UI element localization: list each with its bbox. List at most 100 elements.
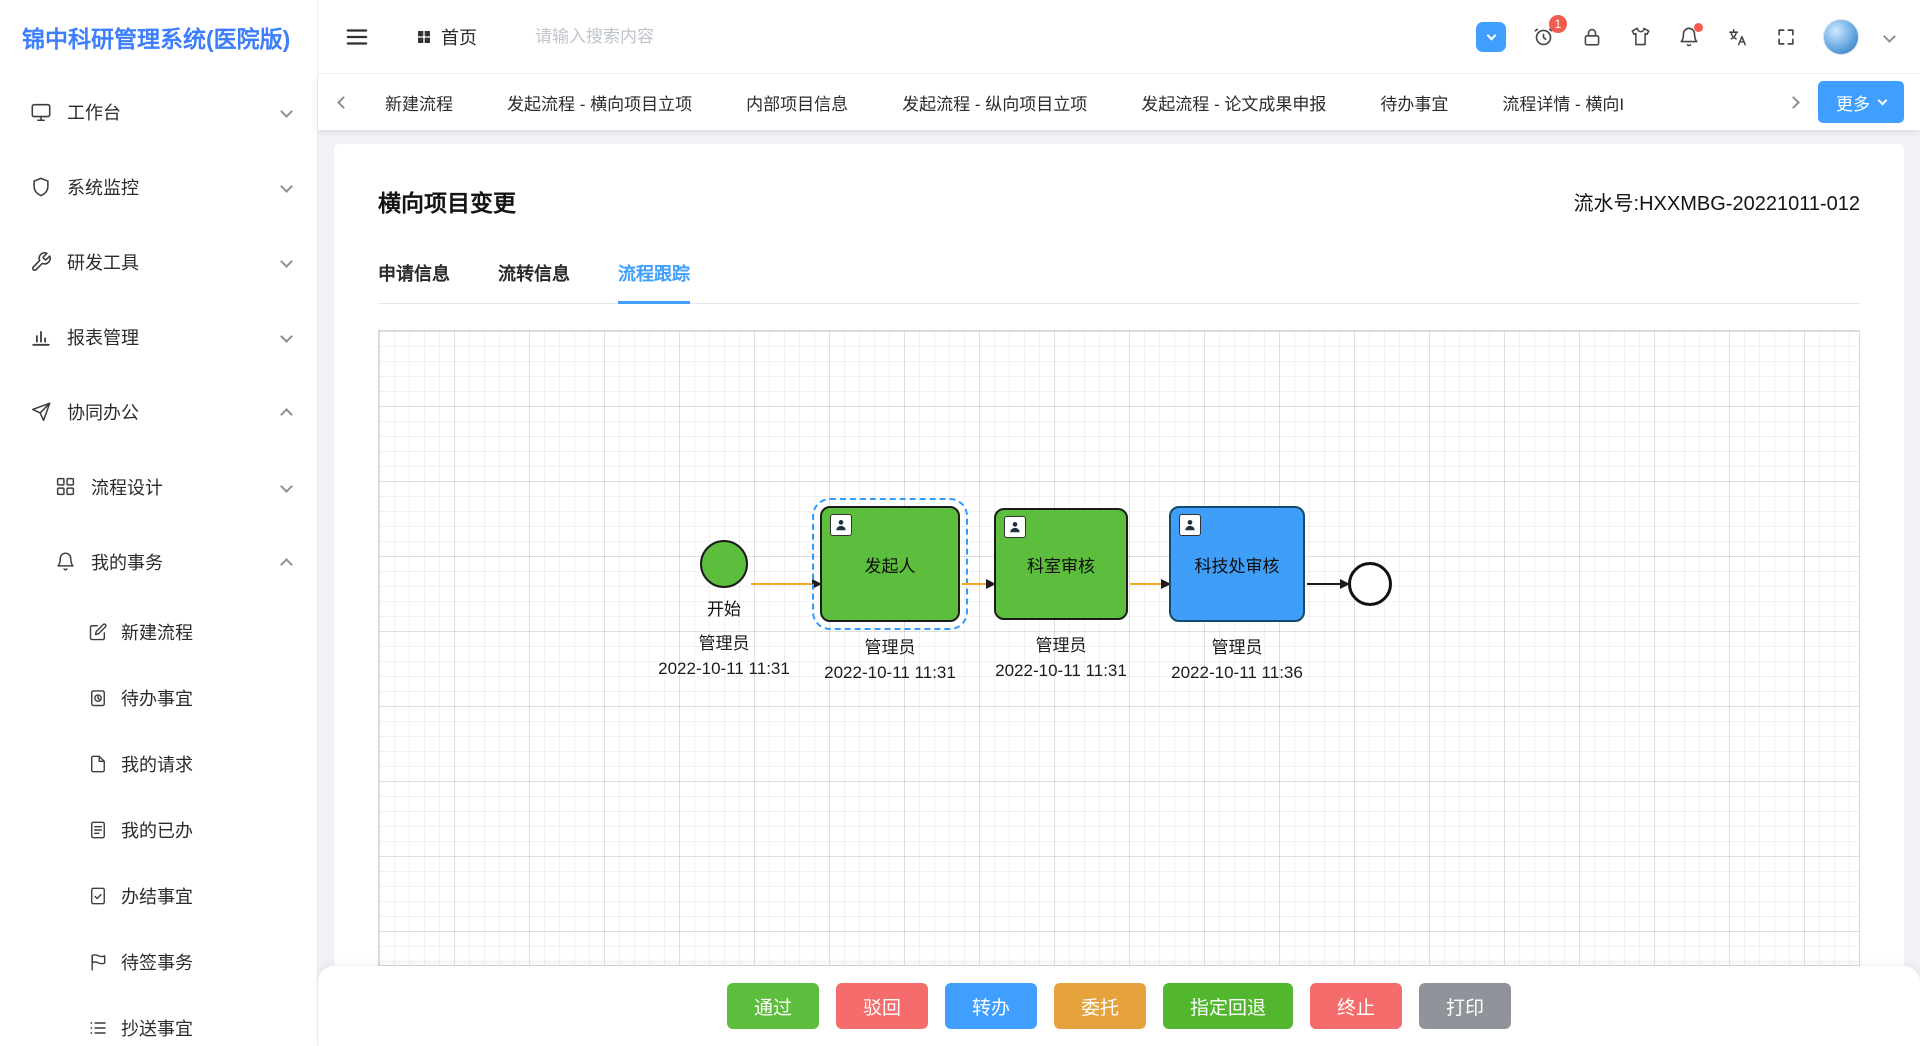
tab-process-detail[interactable]: 流程详情 - 横向I	[1502, 94, 1625, 114]
sidebar-item-collaboration[interactable]: 协同办公	[0, 374, 317, 449]
flow-node-start[interactable]: 开始 管理员 2022-10-11 11:31	[649, 540, 799, 679]
sidebar-item-system-monitor[interactable]: 系统监控	[0, 149, 317, 224]
hamburger-menu-icon[interactable]	[344, 24, 370, 50]
shield-icon	[30, 176, 52, 198]
rollback-button[interactable]: 指定回退	[1163, 983, 1294, 1029]
top-header: 首页 1	[318, 0, 1920, 74]
sidebar-item-rd-tools[interactable]: 研发工具	[0, 224, 317, 299]
tab-initiate-vertical-project[interactable]: 发起流程 - 纵向项目立项	[902, 94, 1088, 114]
user-avatar[interactable]	[1823, 18, 1859, 55]
sidebar-item-workbench[interactable]: 工作台	[0, 74, 317, 149]
sidebar-item-process-design[interactable]: 流程设计	[0, 449, 317, 524]
detail-tabs: 申请信息 流转信息 流程跟踪	[378, 260, 1860, 304]
action-bar: 通过 驳回 转办 委托 指定回退 终止 打印	[318, 966, 1920, 1046]
flow-node-tech-office-review[interactable]: 科技处审核 管理员 2022-10-11 11:36	[1169, 506, 1305, 683]
node-time: 2022-10-11 11:31	[995, 661, 1127, 680]
node-label: 开始	[707, 600, 741, 619]
sidebar-item-label: 协同办公	[67, 402, 139, 423]
chart-icon	[30, 326, 52, 348]
tab-process-tracking[interactable]: 流程跟踪	[618, 260, 690, 304]
approve-button[interactable]: 通过	[726, 983, 819, 1029]
tab-initiate-paper-results[interactable]: 发起流程 - 论文成果申报	[1141, 94, 1327, 114]
tab-initiate-horizontal-project[interactable]: 发起流程 - 横向项目立项	[507, 94, 693, 114]
sidebar-menu: 工作台 系统监控 研发工具 报表管	[0, 74, 317, 1046]
sidebar-item-todo-items[interactable]: 待办事宜	[0, 665, 317, 731]
flow-node-initiator[interactable]: 发起人 管理员 2022-10-11 11:31	[812, 498, 968, 683]
sidebar-item-my-done[interactable]: 我的已办	[0, 797, 317, 863]
chevron-down-icon	[280, 330, 293, 343]
compose-icon	[88, 622, 108, 642]
file-text-icon	[88, 820, 108, 840]
tabs-scroll-right-icon[interactable]	[1778, 74, 1808, 130]
search-input[interactable]	[535, 26, 795, 47]
tab-new-process[interactable]: 新建流程	[385, 94, 453, 114]
tabs-scroll-left-icon[interactable]	[328, 74, 358, 130]
opened-tabs-bar: 新建流程 发起流程 - 横向项目立项 内部项目信息 发起流程 - 纵向项目立项 …	[318, 74, 1920, 130]
sidebar: 锦中科研管理系统(医院版) 工作台 系统监控 研发工具	[0, 0, 318, 1046]
person-icon	[1179, 514, 1201, 536]
alarm-badge: 1	[1549, 15, 1567, 33]
print-button[interactable]: 打印	[1419, 983, 1512, 1029]
theme-skin-icon[interactable]	[1629, 25, 1652, 48]
bell-icon	[55, 551, 76, 572]
terminate-button[interactable]: 终止	[1310, 983, 1403, 1029]
task-box: 科技处审核	[1169, 506, 1305, 622]
flow-arrow	[751, 579, 822, 589]
main-area: 首页 1	[318, 0, 1920, 1046]
todo-clock-icon	[88, 688, 108, 708]
more-label: 更多	[1836, 94, 1870, 114]
language-icon[interactable]	[1726, 25, 1749, 48]
sidebar-item-report-management[interactable]: 报表管理	[0, 299, 317, 374]
lock-icon[interactable]	[1581, 26, 1603, 48]
sidebar-item-my-affairs[interactable]: 我的事务	[0, 524, 317, 599]
home-tab[interactable]: 首页	[416, 24, 477, 50]
quick-dropdown-icon[interactable]	[1476, 21, 1506, 52]
serial-number: 流水号:HXXMBG-20221011-012	[1573, 192, 1860, 215]
sidebar-item-completed-items[interactable]: 办结事宜	[0, 863, 317, 929]
reject-button[interactable]: 驳回	[835, 983, 928, 1029]
transfer-button[interactable]: 转办	[944, 983, 1037, 1029]
start-circle	[700, 540, 748, 588]
tab-flow-info[interactable]: 流转信息	[498, 264, 570, 284]
delegate-button[interactable]: 委托	[1053, 983, 1146, 1029]
node-time: 2022-10-11 11:31	[658, 659, 790, 678]
apps-grid-icon	[416, 29, 432, 45]
task-box: 发起人	[812, 498, 968, 630]
flow-node-end[interactable]	[1348, 562, 1392, 606]
header-icons: 1	[1476, 15, 1896, 55]
flow-arrow	[1130, 579, 1171, 589]
chevron-down-icon	[280, 480, 293, 493]
node-user: 管理员	[1211, 638, 1263, 657]
node-label: 发起人	[864, 556, 916, 576]
sidebar-item-my-requests[interactable]: 我的请求	[0, 731, 317, 797]
flow-canvas: 开始 管理员 2022-10-11 11:31 发起人 管理员	[378, 330, 1860, 966]
tab-application-info[interactable]: 申请信息	[378, 264, 450, 284]
sidebar-item-cc-items[interactable]: 抄送事宜	[0, 995, 317, 1046]
page-title: 横向项目变更	[378, 190, 516, 216]
sidebar-item-label: 我的已办	[121, 821, 193, 841]
node-label: 科技处审核	[1194, 556, 1280, 576]
alarm-icon[interactable]: 1	[1532, 15, 1567, 48]
node-label: 科室审核	[1027, 556, 1095, 576]
sidebar-item-pending-sign[interactable]: 待签事务	[0, 929, 317, 995]
node-user: 管理员	[1035, 636, 1087, 655]
tab-internal-project-info[interactable]: 内部项目信息	[746, 94, 849, 114]
chevron-down-icon	[1883, 30, 1896, 43]
fullscreen-icon[interactable]	[1775, 26, 1797, 48]
flow-node-department-review[interactable]: 科室审核 管理员 2022-10-11 11:31	[994, 508, 1128, 681]
sidebar-item-label: 我的请求	[121, 755, 193, 775]
sidebar-item-new-process[interactable]: 新建流程	[0, 599, 317, 665]
end-circle	[1348, 562, 1392, 606]
file-icon	[88, 754, 108, 774]
user-menu-chevron-icon[interactable]	[1883, 30, 1896, 43]
notification-bell-icon[interactable]	[1678, 22, 1703, 48]
tab-todo-items[interactable]: 待办事宜	[1380, 94, 1449, 114]
flow-arrow	[1307, 579, 1350, 589]
chevron-down-icon	[280, 180, 293, 193]
monitor-icon	[30, 101, 52, 123]
sidebar-item-label: 系统监控	[67, 177, 139, 198]
sidebar-item-label: 办结事宜	[121, 887, 193, 907]
sidebar-item-label: 新建流程	[121, 623, 193, 643]
content-area: 横向项目变更 流水号:HXXMBG-20221011-012 申请信息 流转信息…	[318, 130, 1920, 966]
more-tabs-button[interactable]: 更多	[1818, 81, 1904, 123]
